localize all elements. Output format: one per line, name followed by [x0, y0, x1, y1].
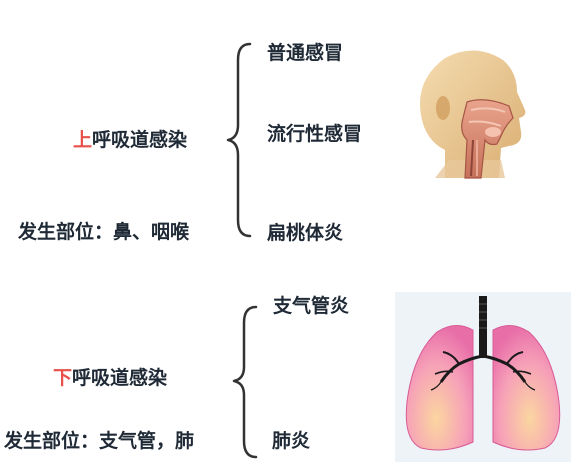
lower-title: 下呼吸道感染 — [53, 369, 167, 388]
upper-item-1: 普通感冒 — [267, 42, 344, 64]
lungs-illustration — [395, 292, 571, 462]
upper-title: 上呼吸道感染 — [73, 131, 187, 150]
upper-item-3: 扁桃体炎 — [267, 222, 344, 244]
upper-item-2: 流行性感冒 — [267, 123, 363, 145]
upper-title-highlight: 上 — [73, 129, 93, 151]
lower-title-highlight: 下 — [53, 367, 73, 389]
lower-site-label: 发生部位：支气管，肺 — [4, 430, 195, 452]
upper-site-label: 发生部位：鼻、咽喉 — [18, 221, 190, 243]
lower-title-rest: 呼吸道感染 — [72, 367, 168, 389]
upper-title-rest: 呼吸道感染 — [92, 129, 188, 151]
head-airway-illustration — [420, 50, 526, 179]
lower-brace — [232, 305, 258, 459]
lower-item-2: 肺炎 — [272, 430, 311, 452]
upper-brace — [226, 42, 252, 238]
lower-item-1: 支气管炎 — [273, 295, 350, 317]
